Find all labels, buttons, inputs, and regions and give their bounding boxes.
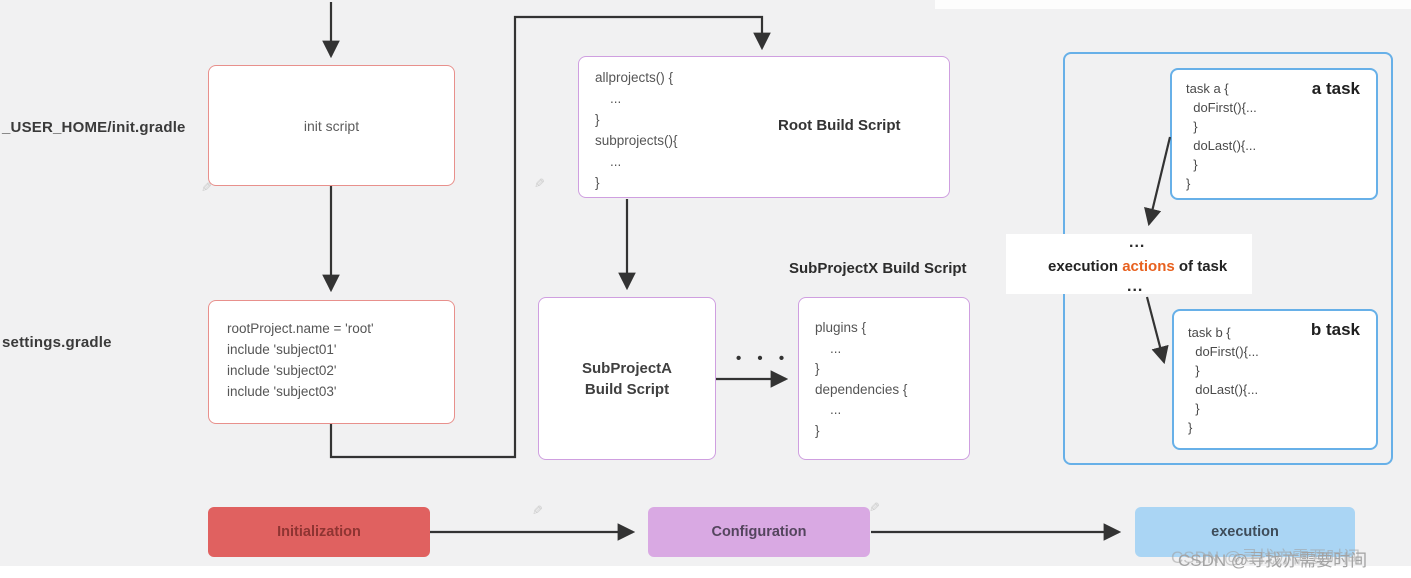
background-strip-bottom	[0, 566, 1411, 578]
task-b-box: task b { doFirst(){... } doLast(){... } …	[1172, 309, 1378, 450]
ellipsis-dots-horizontal: • • •	[736, 350, 791, 367]
subproject-x-title: SubProjectX Build Script	[789, 260, 967, 277]
background-strip-top	[935, 0, 1411, 9]
note-actions-highlight: actions	[1122, 258, 1175, 275]
label-user-home-init-gradle: _USER_HOME/init.gradle	[2, 119, 186, 136]
note-suffix: of task	[1174, 258, 1228, 275]
root-build-script-box: allprojects() { ... } subprojects(){ ...…	[578, 56, 950, 198]
task-b-code: task b { doFirst(){... } doLast(){... } …	[1188, 325, 1259, 435]
task-a-box: task a { doFirst(){... } doLast(){... } …	[1170, 68, 1378, 200]
subproject-x-box: plugins { ... } dependencies { ... }	[798, 297, 970, 460]
subproject-a-box: SubProjectA Build Script	[538, 297, 716, 460]
settings-code: rootProject.name = 'root' include 'subje…	[227, 321, 374, 399]
pencil-icon: ✎	[529, 504, 545, 516]
subproject-x-code: plugins { ... } dependencies { ... }	[815, 320, 908, 438]
execution-actions-note: execution actions of task	[1048, 258, 1227, 275]
pencil-icon: ✎	[531, 177, 547, 189]
phase-initialization: Initialization	[208, 507, 430, 557]
ellipsis-top: ...	[1129, 234, 1146, 251]
phase-configuration: Configuration	[648, 507, 870, 557]
note-background-patch	[1006, 234, 1252, 294]
phase-execution: execution	[1135, 507, 1355, 557]
csdn-watermark: CSDN @寻找亦需要时间	[1178, 551, 1368, 570]
pencil-icon: ✎	[198, 181, 214, 193]
task-a-label: a task	[1311, 79, 1360, 98]
note-prefix: execution	[1048, 258, 1123, 275]
task-a-code: task a { doFirst(){... } doLast(){... } …	[1186, 81, 1257, 191]
init-script-text: init script	[303, 117, 360, 134]
task-b-label: b task	[1310, 320, 1360, 339]
subproject-a-label: SubProjectA Build Script	[581, 359, 672, 398]
settings-gradle-box: rootProject.name = 'root' include 'subje…	[208, 300, 455, 424]
pencil-icon: ✎	[866, 501, 882, 513]
label-settings-gradle: settings.gradle	[2, 334, 112, 351]
init-script-box: init script	[208, 65, 455, 186]
ellipsis-bottom: ...	[1127, 278, 1144, 295]
root-build-script-label: Root Build Script	[778, 117, 901, 134]
